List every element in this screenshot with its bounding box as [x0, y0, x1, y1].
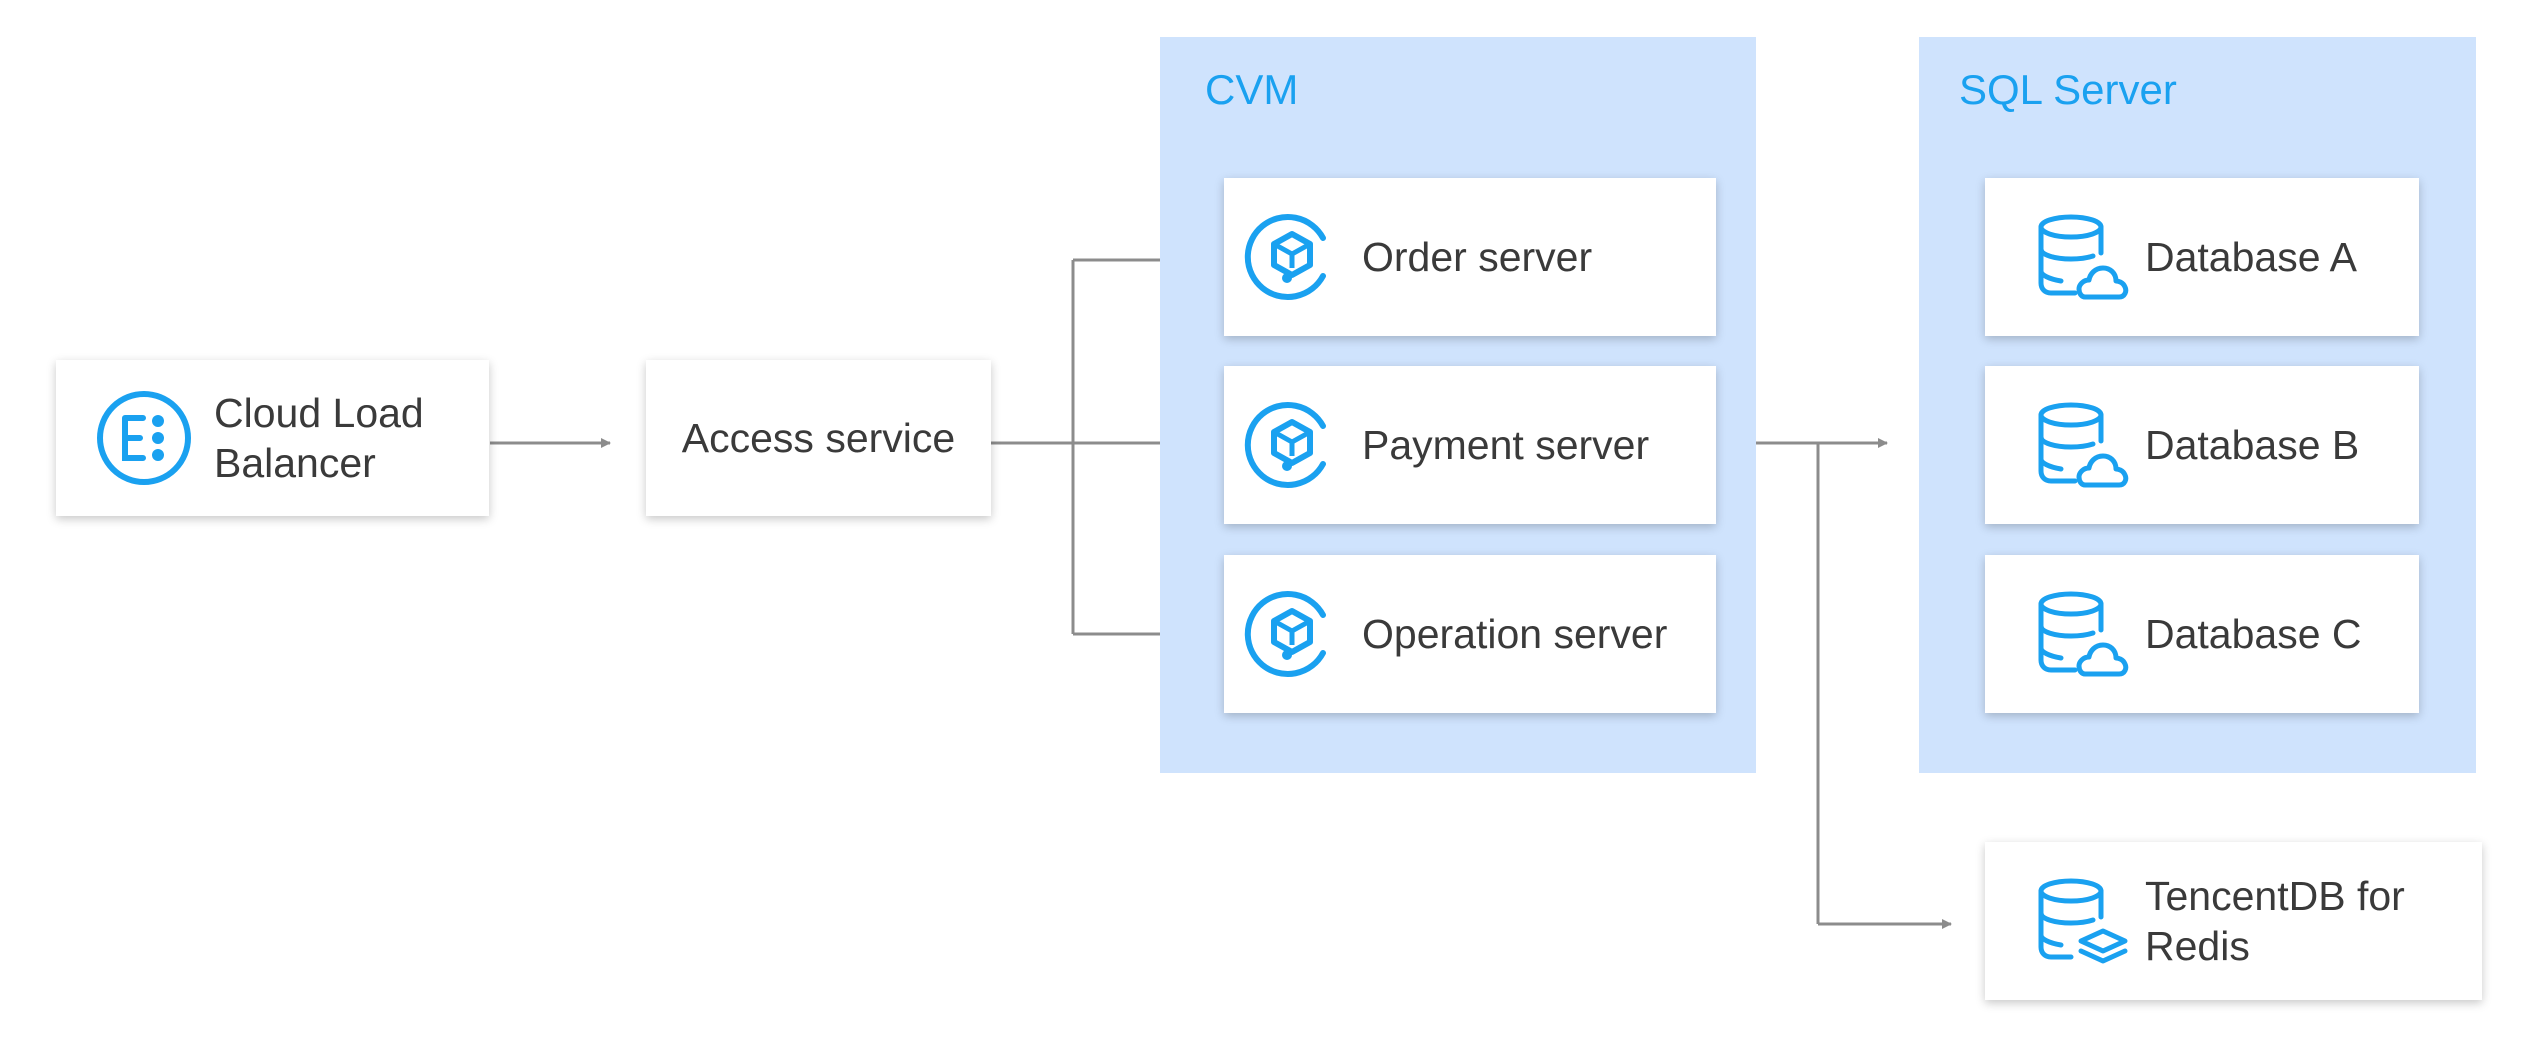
database-c-node[interactable]: Database C — [1985, 555, 2419, 713]
cloud-database-icon — [2033, 397, 2129, 493]
load-balancer-icon — [94, 388, 194, 488]
database-a-node[interactable]: Database A — [1985, 178, 2419, 336]
cvm-instance-icon — [1242, 207, 1342, 307]
tencentdb-redis-node[interactable]: TencentDB for Redis — [1985, 842, 2482, 1000]
order-server-node[interactable]: Order server — [1224, 178, 1716, 336]
order-server-label: Order server — [1362, 234, 1593, 280]
tencentdb-redis-label: TencentDB for Redis — [2145, 873, 2405, 969]
cvm-group-title: CVM — [1205, 66, 1299, 113]
sql-server-group-title: SQL Server — [1959, 66, 2177, 113]
access-service-label: Access service — [681, 415, 956, 461]
database-b-node[interactable]: Database B — [1985, 366, 2419, 524]
operation-server-label: Operation server — [1362, 611, 1668, 657]
redis-database-icon — [2033, 873, 2129, 969]
database-a-label: Database A — [2145, 234, 2357, 280]
cloud-database-icon — [2033, 586, 2129, 682]
cvm-instance-icon — [1242, 395, 1342, 495]
payment-server-label: Payment server — [1362, 422, 1650, 468]
cvm-instance-icon — [1242, 584, 1342, 684]
payment-server-node[interactable]: Payment server — [1224, 366, 1716, 524]
cloud-database-icon — [2033, 209, 2129, 305]
database-b-label: Database B — [2145, 422, 2360, 468]
cloud-load-balancer-node[interactable]: Cloud Load Balancer — [56, 360, 489, 516]
cloud-load-balancer-label: Cloud Load Balancer — [214, 390, 424, 486]
operation-server-node[interactable]: Operation server — [1224, 555, 1716, 713]
access-service-node[interactable]: Access service — [646, 360, 991, 516]
database-c-label: Database C — [2145, 611, 2362, 657]
